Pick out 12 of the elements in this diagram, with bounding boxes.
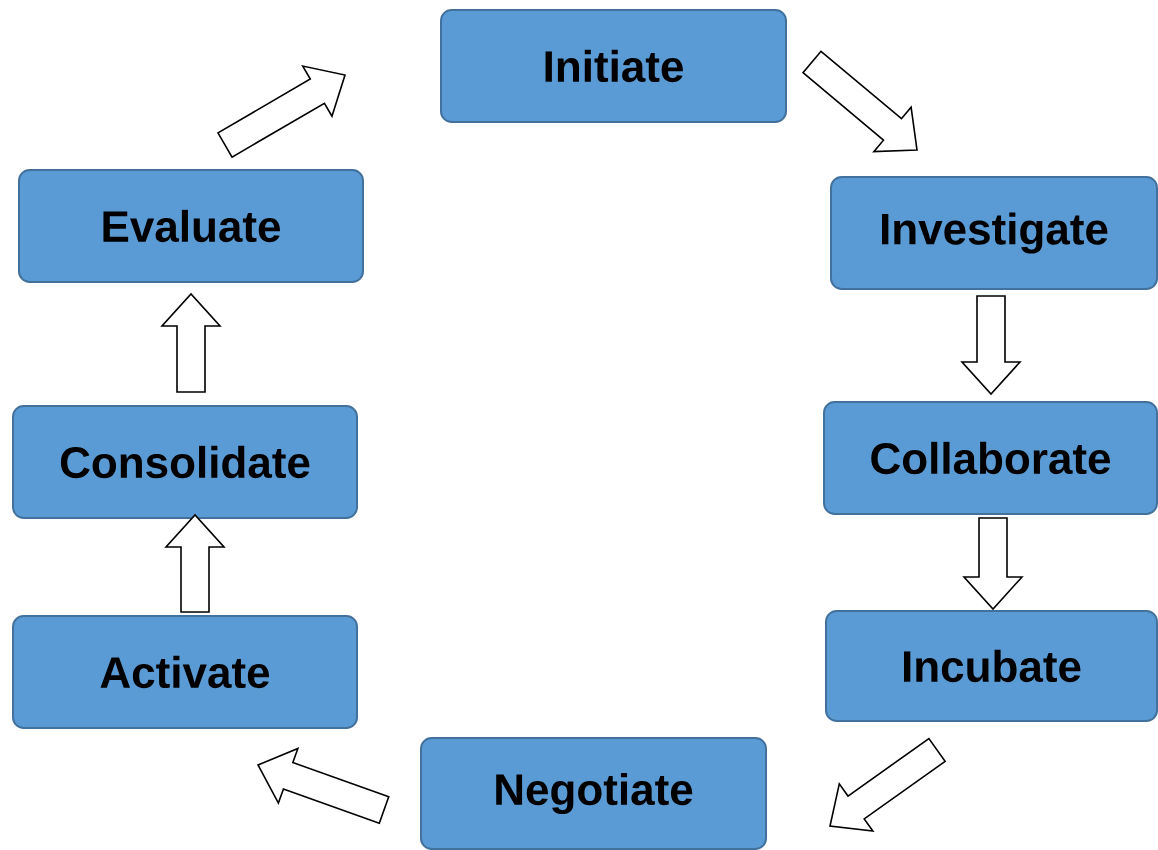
process-box: Consolidate: [12, 405, 358, 519]
block-arrow: [960, 295, 1022, 396]
process-box: Evaluate: [18, 169, 364, 283]
block-arrow: [962, 517, 1024, 611]
process-box: Incubate: [825, 610, 1158, 722]
process-box: Activate: [12, 615, 358, 729]
process-box: Collaborate: [823, 401, 1158, 515]
process-box: Negotiate: [420, 737, 767, 850]
block-arrow: [160, 292, 222, 393]
block-arrow: [164, 513, 226, 613]
process-box: Investigate: [830, 176, 1158, 290]
process-box: Initiate: [440, 9, 787, 123]
